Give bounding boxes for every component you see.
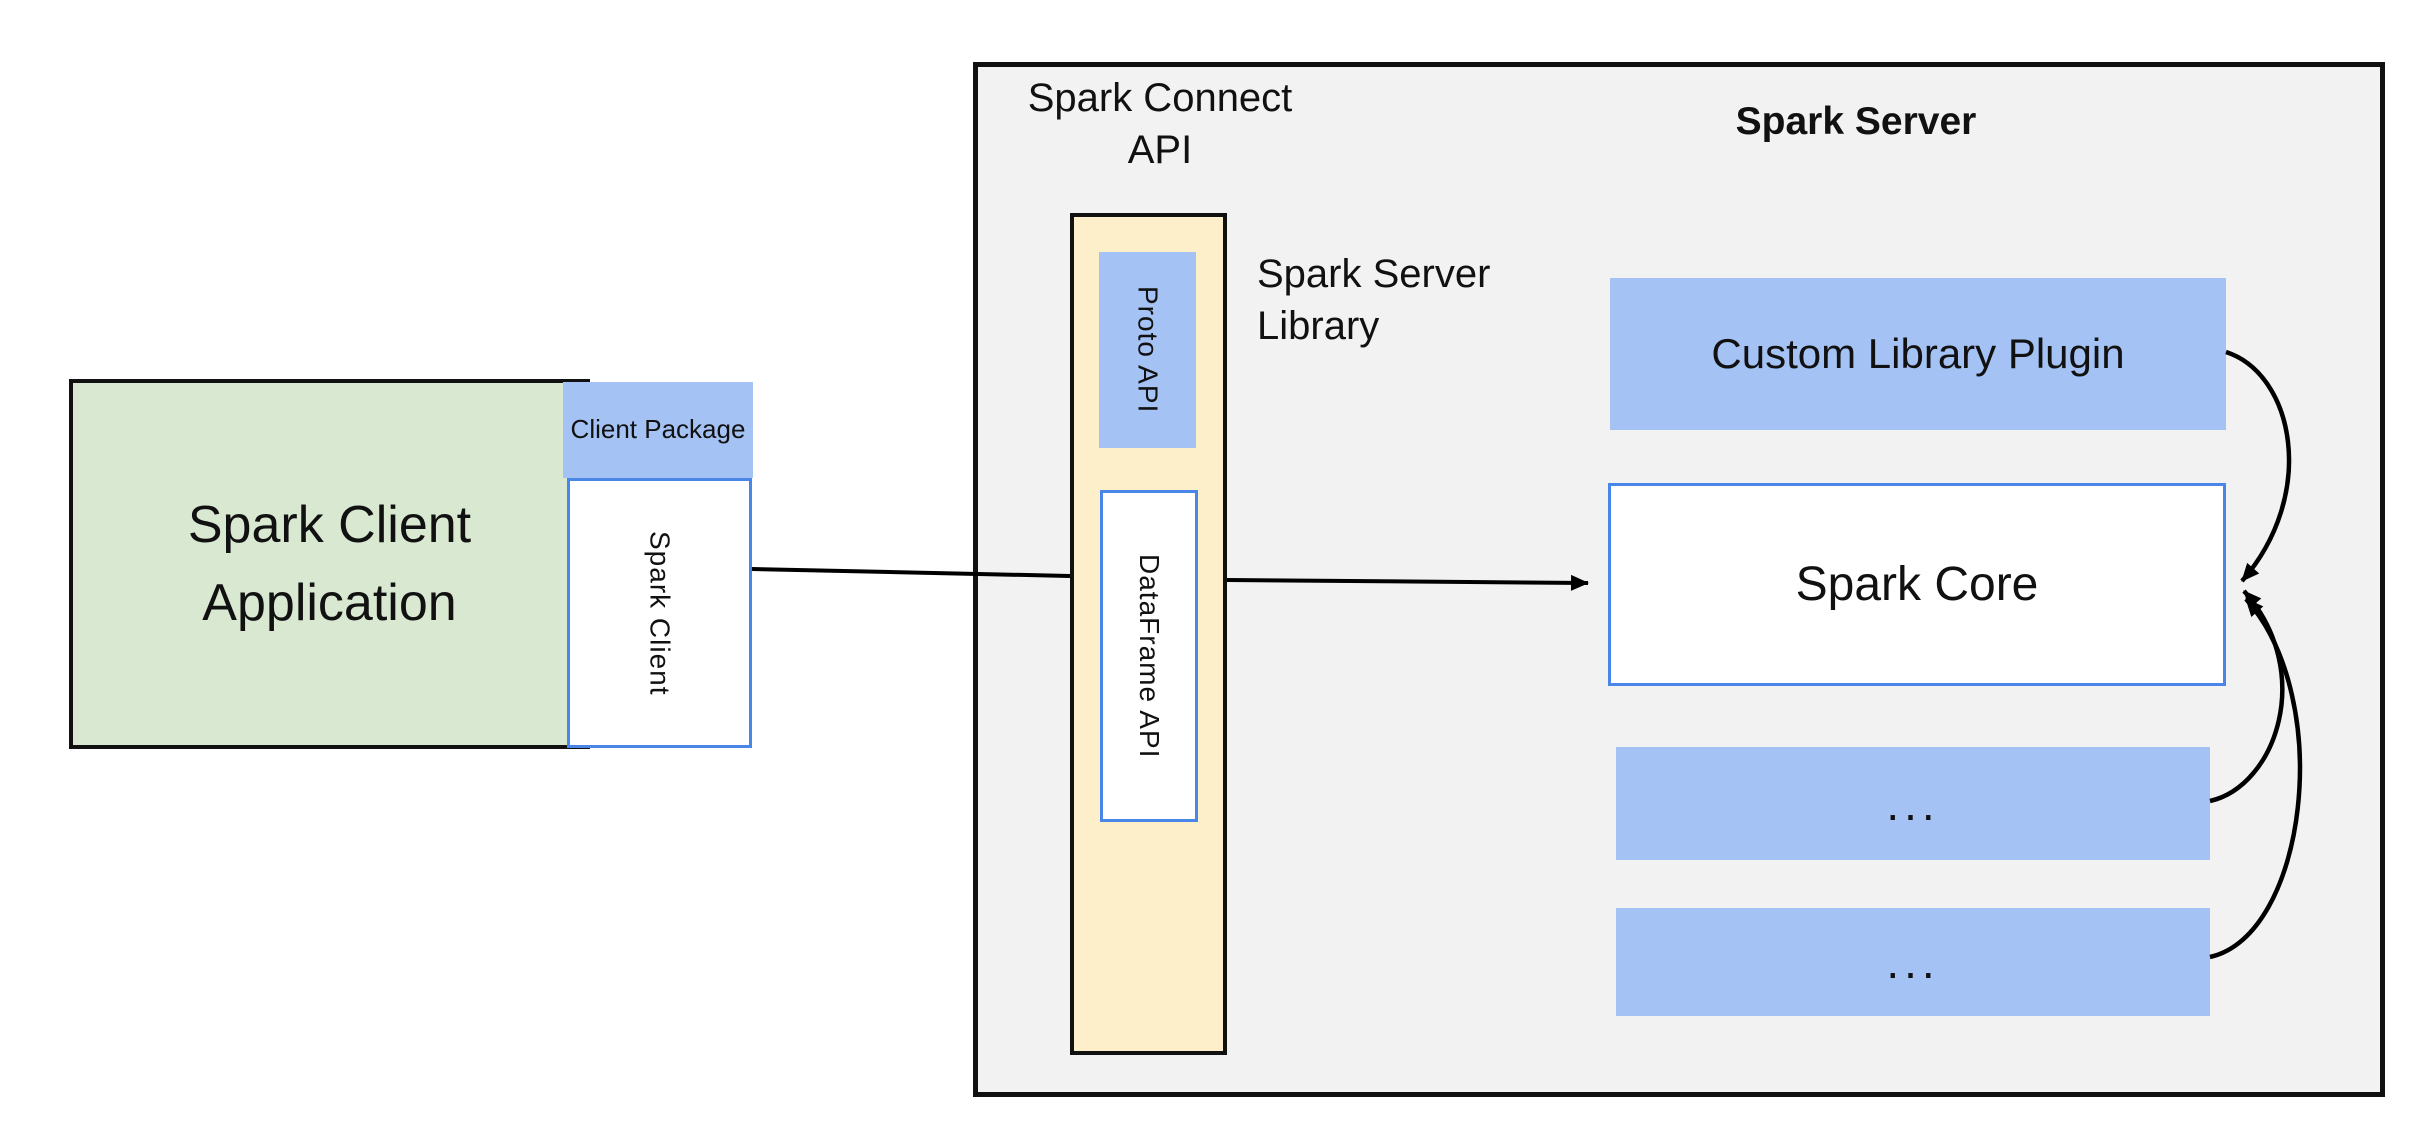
custom-library-plugin-box: Custom Library Plugin [1610,278,2226,430]
proto-api-box: Proto API [1099,252,1196,448]
spark-server-title: Spark Server [1735,100,1977,143]
custom-library-plugin-label: Custom Library Plugin [1711,330,2125,377]
client-package-box: Client Package [563,382,753,478]
proto-api-label: Proto API [1132,286,1164,414]
plugin-placeholder-box-1: ... [1616,747,2210,860]
spark-core-label: Spark Core [1795,558,2039,611]
dataframe-api-label: DataFrame API [1134,553,1165,759]
client-package-label: Client Package [570,414,746,445]
plugin-placeholder-box-2: ... [1616,908,2210,1016]
spark-connect-api-title: Spark Connect API [1027,76,1293,172]
spark-client-label: Spark Client [644,530,676,696]
spark-core-box: Spark Core [1608,483,2226,686]
spark-server-library-label: Spark Server Library [1257,252,1491,348]
spark-client-application-label: Spark Client Application [187,496,472,632]
plugin-placeholder-2-label: ... [1886,936,1940,988]
spark-client-box: Spark Client [567,478,752,748]
spark-client-application-box: Spark Client Application [69,379,590,749]
plugin-placeholder-1-label: ... [1886,777,1940,830]
dataframe-api-box: DataFrame API [1100,490,1198,822]
